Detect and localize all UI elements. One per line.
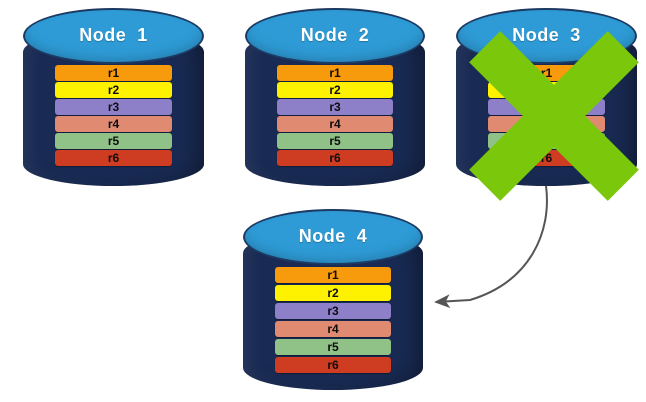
node-4-rows: r1 r2 r3 r4 r5 r6 [243, 267, 423, 373]
node-2-row-r3[interactable]: r3 [277, 99, 393, 115]
node-1-row-r4[interactable]: r4 [55, 116, 172, 132]
node-1-row-r6[interactable]: r6 [55, 150, 172, 166]
node-2-row-r4[interactable]: r4 [277, 116, 393, 132]
node-3-row-r5[interactable]: r5 [488, 133, 605, 149]
node-3-row-r2[interactable]: r2 [488, 82, 605, 98]
node-3-cylinder-top [456, 8, 637, 64]
arrow-path [434, 185, 548, 309]
node-1-row-r3[interactable]: r3 [55, 99, 172, 115]
node-3-row-r6[interactable]: r6 [488, 150, 605, 166]
node-2-row-r2[interactable]: r2 [277, 82, 393, 98]
node-2[interactable]: Node 2 r1 r2 r3 r4 r5 r6 [245, 8, 425, 186]
node-3-row-r3[interactable]: r3 [488, 99, 605, 115]
node-3-row-r4[interactable]: r4 [488, 116, 605, 132]
node-4[interactable]: Node 4 r1 r2 r3 r4 r5 r6 [243, 209, 423, 390]
node-4-row-r5[interactable]: r5 [275, 339, 391, 355]
node-2-row-r6[interactable]: r6 [277, 150, 393, 166]
node-2-rows: r1 r2 r3 r4 r5 r6 [245, 65, 425, 166]
node-1-row-r1[interactable]: r1 [55, 65, 172, 81]
node-4-row-r4[interactable]: r4 [275, 321, 391, 337]
node-1-cylinder-top [23, 8, 204, 64]
node-4-row-r6[interactable]: r6 [275, 357, 391, 373]
node-1-rows: r1 r2 r3 r4 r5 r6 [23, 65, 204, 166]
node-4-cylinder-top [243, 209, 423, 265]
node-3-rows: r1 r2 r3 r4 r5 r6 [456, 65, 637, 166]
node-3[interactable]: Node 3 r1 r2 r3 r4 r5 r6 [456, 8, 637, 186]
node-4-row-r3[interactable]: r3 [275, 303, 391, 319]
node-3-row-r1[interactable]: r1 [488, 65, 605, 81]
node-4-row-r1[interactable]: r1 [275, 267, 391, 283]
node-1-row-r2[interactable]: r2 [55, 82, 172, 98]
node-2-cylinder-top [245, 8, 425, 64]
node-4-row-r2[interactable]: r2 [275, 285, 391, 301]
node-2-row-r5[interactable]: r5 [277, 133, 393, 149]
node-2-row-r1[interactable]: r1 [277, 65, 393, 81]
node-1[interactable]: Node 1 r1 r2 r3 r4 r5 r6 [23, 8, 204, 186]
node-1-row-r5[interactable]: r5 [55, 133, 172, 149]
